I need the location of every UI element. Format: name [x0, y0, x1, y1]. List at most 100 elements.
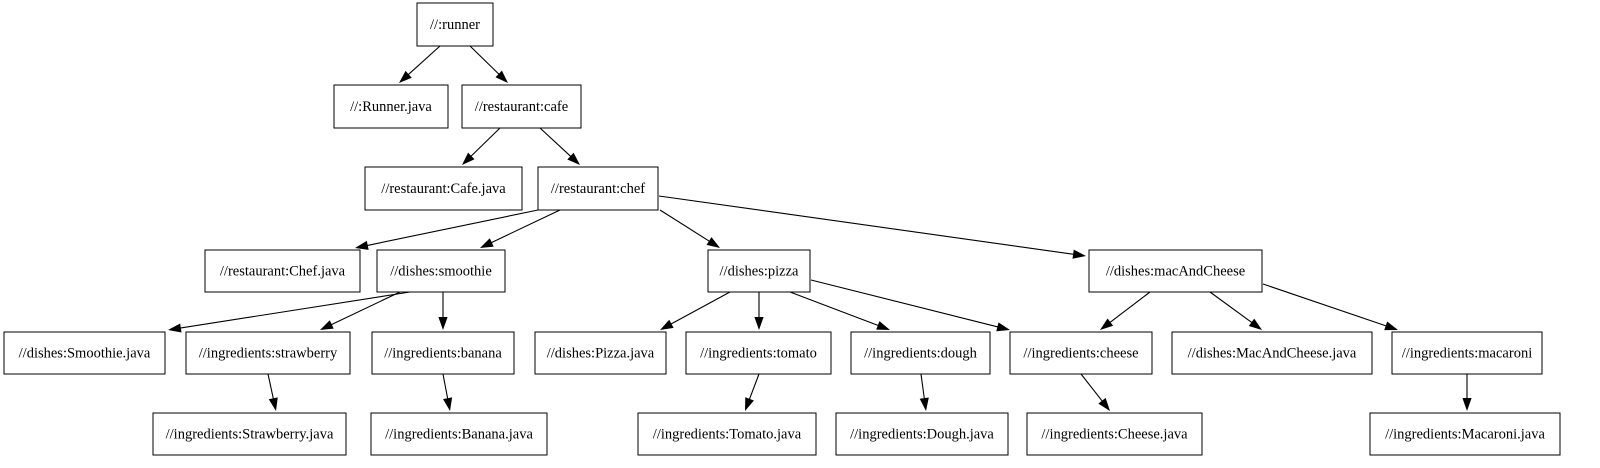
edge-line	[330, 291, 401, 326]
node-label: //:Runner.java	[350, 99, 432, 115]
graph-node-smoothie[interactable]: //dishes:smoothie	[376, 249, 506, 293]
node-box[interactable]	[364, 166, 523, 211]
edge-line	[442, 373, 449, 400]
graph-node-strawberry_java[interactable]: //ingredients:Strawberry.java	[152, 412, 347, 456]
edge-cafe-to-chef	[539, 127, 580, 165]
edge-line	[1209, 291, 1254, 324]
arrow-head-icon	[876, 321, 890, 330]
arrow-head-icon	[1100, 318, 1114, 330]
node-label: //:runner	[430, 17, 480, 33]
graph-node-cheese_java[interactable]: //ingredients:Cheese.java	[1026, 412, 1203, 456]
graph-node-pizza[interactable]: //dishes:pizza	[707, 249, 811, 293]
node-box[interactable]	[707, 249, 811, 293]
node-label: //dishes:Pizza.java	[547, 345, 655, 361]
node-label: //dishes:smoothie	[390, 263, 492, 279]
arrow-head-icon	[706, 237, 720, 248]
node-box[interactable]	[461, 84, 582, 129]
edge-strawberry-to-strawberry_java	[267, 373, 278, 411]
node-box[interactable]	[333, 84, 449, 129]
edge-line	[267, 373, 275, 400]
node-box[interactable]	[204, 249, 361, 293]
arrow-head-icon	[996, 322, 1010, 332]
edge-smoothie-to-banana	[438, 292, 448, 330]
edge-line	[1262, 283, 1388, 327]
node-box[interactable]	[1009, 331, 1153, 375]
graph-node-macaroni[interactable]: //ingredients:macaroni	[1391, 331, 1543, 375]
graph-node-strawberry[interactable]: //ingredients:strawberry	[185, 331, 351, 375]
graph-node-runner[interactable]: //:runner	[416, 2, 494, 47]
edge-line	[810, 279, 999, 328]
node-box[interactable]	[371, 331, 515, 375]
edge-macandcheese-to-macaroni	[1262, 283, 1398, 331]
edge-line	[407, 45, 441, 76]
node-box[interactable]	[637, 412, 817, 456]
node-label: //ingredients:Macaroni.java	[1385, 426, 1545, 442]
edge-line	[920, 373, 926, 400]
edge-line	[748, 373, 760, 401]
arrow-head-icon	[1098, 397, 1110, 411]
graph-node-dough[interactable]: //ingredients:dough	[850, 331, 991, 375]
graph-node-dough_java[interactable]: //ingredients:Dough.java	[835, 412, 1009, 456]
graph-node-chef_java[interactable]: //restaurant:Chef.java	[204, 249, 361, 293]
node-label: //ingredients:strawberry	[199, 345, 338, 361]
arrow-head-icon	[745, 397, 754, 411]
node-box[interactable]	[850, 331, 991, 375]
node-box[interactable]	[376, 249, 506, 293]
node-box[interactable]	[1391, 331, 1543, 375]
edge-pizza-to-cheese	[810, 279, 1010, 332]
node-label: //ingredients:Dough.java	[850, 426, 994, 442]
edge-line	[179, 291, 411, 329]
edges-layer	[168, 45, 1472, 411]
node-box[interactable]	[3, 331, 166, 375]
edge-line	[539, 127, 572, 158]
graph-node-macaroni_java[interactable]: //ingredients:Macaroni.java	[1369, 412, 1561, 456]
node-box[interactable]	[152, 412, 347, 456]
graph-node-chef[interactable]: //restaurant:chef	[537, 166, 659, 211]
node-label: //dishes:macAndCheese	[1106, 263, 1245, 279]
node-box[interactable]	[370, 412, 548, 456]
graph-node-runner_java[interactable]: //:Runner.java	[333, 84, 449, 129]
node-label: //ingredients:tomato	[700, 345, 817, 361]
arrow-head-icon	[1462, 398, 1472, 411]
graph-node-macandcheese_java[interactable]: //dishes:MacAndCheese.java	[1171, 331, 1373, 375]
graph-node-cafe_java[interactable]: //restaurant:Cafe.java	[364, 166, 523, 211]
edge-line	[658, 195, 1075, 255]
arrow-head-icon	[1384, 321, 1398, 331]
graph-node-tomato[interactable]: //ingredients:tomato	[685, 331, 832, 375]
node-box[interactable]	[416, 2, 494, 47]
graph-node-tomato_java[interactable]: //ingredients:Tomato.java	[637, 412, 817, 456]
arrow-head-icon	[1248, 318, 1262, 330]
node-box[interactable]	[1026, 412, 1203, 456]
arrow-head-icon	[462, 152, 475, 165]
node-box[interactable]	[1369, 412, 1561, 456]
graph-node-cheese[interactable]: //ingredients:cheese	[1009, 331, 1153, 375]
edge-line	[490, 209, 561, 244]
arrow-head-icon	[438, 317, 448, 330]
node-box[interactable]	[685, 331, 832, 375]
node-box[interactable]	[185, 331, 351, 375]
graph-node-smoothie_java[interactable]: //dishes:Smoothie.java	[3, 331, 166, 375]
node-label: //ingredients:Cheese.java	[1041, 426, 1188, 442]
graph-node-banana_java[interactable]: //ingredients:Banana.java	[370, 412, 548, 456]
arrow-head-icon	[754, 317, 764, 330]
edge-line	[469, 127, 501, 158]
edge-macaroni-to-macaroni_java	[1462, 374, 1472, 411]
graph-node-macandcheese[interactable]: //dishes:macAndCheese	[1088, 249, 1263, 293]
arrow-head-icon	[320, 320, 334, 330]
node-box[interactable]	[1171, 331, 1373, 375]
node-box[interactable]	[1088, 249, 1263, 293]
node-label: //restaurant:chef	[551, 181, 645, 197]
graph-node-pizza_java[interactable]: //dishes:Pizza.java	[534, 331, 667, 375]
edge-cheese-to-cheese_java	[1080, 373, 1110, 411]
node-box[interactable]	[534, 331, 667, 375]
edge-line	[469, 45, 501, 76]
graph-node-banana[interactable]: //ingredients:banana	[371, 331, 515, 375]
edge-line	[669, 291, 731, 325]
node-box[interactable]	[835, 412, 1009, 456]
nodes-layer: //:runner //:Runner.java //restaurant:cafe…	[3, 2, 1561, 456]
node-box[interactable]	[537, 166, 659, 211]
node-label: //dishes:MacAndCheese.java	[1188, 345, 1357, 361]
graph-node-cafe[interactable]: //restaurant:cafe	[461, 84, 582, 129]
